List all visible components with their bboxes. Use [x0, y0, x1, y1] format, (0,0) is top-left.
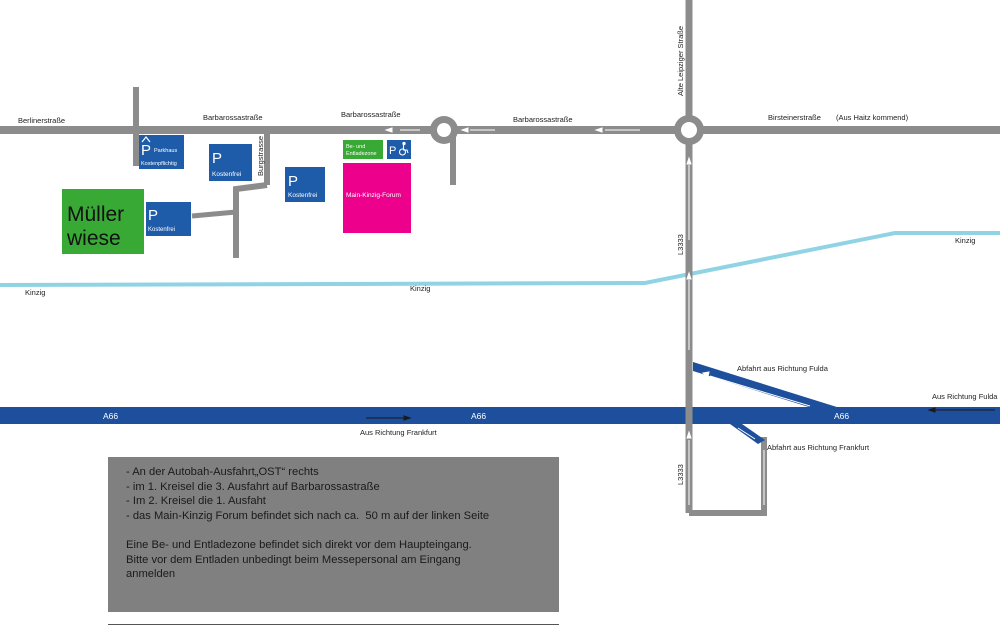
label-barbarossastrasse-1: Barbarossastraße — [203, 113, 263, 122]
venue-main-kinzig-forum: Main-Kinzig-Forum — [343, 163, 411, 233]
info-paragraph-line-2: Bitte vor dem Entladen unbedingt beim Me… — [126, 553, 461, 566]
label-barbarossastrasse-3: Barbarossastraße — [513, 115, 573, 124]
parking-symbol: P — [212, 150, 222, 167]
road-arrows — [384, 127, 811, 505]
label-from-haitz: (Aus Haitz kommend) — [836, 113, 909, 122]
label-kinzig-west: Kinzig — [25, 288, 45, 297]
label-berlinerstrasse: Berlinerstraße — [18, 116, 65, 125]
roundabout-west — [430, 116, 458, 144]
loading-zone-line1: Be- und — [346, 144, 365, 150]
road-frankfurt-exit-loop — [689, 437, 767, 516]
parking-symbol: P — [288, 173, 298, 190]
wheelchair-icon — [398, 141, 409, 156]
muellerwiese-area: Müller wiese — [62, 189, 144, 254]
parking-symbol: P — [141, 142, 151, 159]
label-birsteinerstrasse: Birsteinerstraße — [768, 113, 821, 122]
road-network — [0, 0, 1000, 516]
label-barbarossastrasse-2: Barbarossastraße — [341, 110, 401, 119]
accessible-parking-sign: P — [387, 140, 411, 159]
road-burgstrasse-link — [233, 182, 268, 258]
parking-symbol: P — [389, 145, 396, 157]
label-l3333-south: L3333 — [676, 464, 685, 485]
parking-sign-free-2: P Kostenfrei — [285, 167, 325, 202]
highway-arrows — [366, 407, 995, 421]
loading-zone-line2: Entladezone — [346, 151, 377, 157]
direction-step-2: - im 1. Kreisel die 3. Ausfahrt auf Barb… — [126, 480, 380, 493]
river-kinzig — [0, 231, 1000, 287]
muellerwiese-line1: Müller — [67, 203, 124, 226]
roundabout-east — [674, 115, 704, 145]
parking-symbol: P — [148, 207, 158, 224]
label-a66-mid: A66 — [471, 411, 486, 421]
directions-info-box: - An der Autobah-Ausfahrt„OST“ rechts - … — [108, 457, 559, 612]
roof-icon — [141, 136, 151, 143]
loading-zone-sign: Be- und Entladezone — [343, 140, 383, 159]
label-kinzig-east: Kinzig — [955, 236, 975, 245]
parking-sign-parkhaus: P Parkhaus Kostenpflichtig — [139, 135, 184, 169]
parkhaus-title: Parkhaus — [154, 148, 177, 154]
exit-ramp-fulda — [693, 362, 840, 408]
label-exit-frankfurt: Abfahrt aus Richtung Frankfurt — [767, 443, 870, 452]
parking-sign-free-3: P Kostenfrei — [146, 202, 191, 236]
label-from-frankfurt: Aus Richtung Frankfurt — [360, 428, 438, 437]
road-muellerwiese-access — [191, 209, 237, 219]
muellerwiese-line2: wiese — [66, 227, 121, 250]
label-a66-east: A66 — [834, 411, 849, 421]
label-burgstrasse: Burgstrasse — [256, 136, 265, 176]
parking-free-label: Kostenfrei — [288, 192, 317, 199]
parkhaus-fee: Kostenpflichtig — [141, 161, 177, 167]
info-paragraph-line-3: anmelden — [126, 568, 176, 581]
highway-a66 — [0, 407, 1000, 424]
direction-step-1: - An der Autobah-Ausfahrt„OST“ rechts — [126, 466, 319, 478]
label-exit-fulda: Abfahrt aus Richtung Fulda — [737, 364, 829, 373]
parking-free-label: Kostenfrei — [148, 227, 175, 233]
label-a66-west: A66 — [103, 411, 118, 421]
label-l3333-north: L3333 — [676, 234, 685, 255]
direction-step-3: - Im 2. Kreisel die 1. Ausfaht — [126, 495, 266, 508]
label-kinzig-mid: Kinzig — [410, 284, 430, 293]
parking-sign-free-1: P Kostenfrei — [209, 144, 252, 181]
bottom-divider — [108, 624, 559, 625]
label-alte-leipziger-strasse: Alte Leipziger Straße — [676, 26, 685, 96]
parking-free-label: Kostenfrei — [212, 171, 241, 178]
label-from-fulda: Aus Richtung Fulda — [932, 392, 998, 401]
venue-name: Main-Kinzig-Forum — [346, 192, 401, 199]
info-paragraph-line-1: Eine Be- und Entladezone befindet sich d… — [126, 538, 472, 551]
direction-step-4: - das Main-Kinzig Forum befindet sich na… — [126, 509, 490, 522]
